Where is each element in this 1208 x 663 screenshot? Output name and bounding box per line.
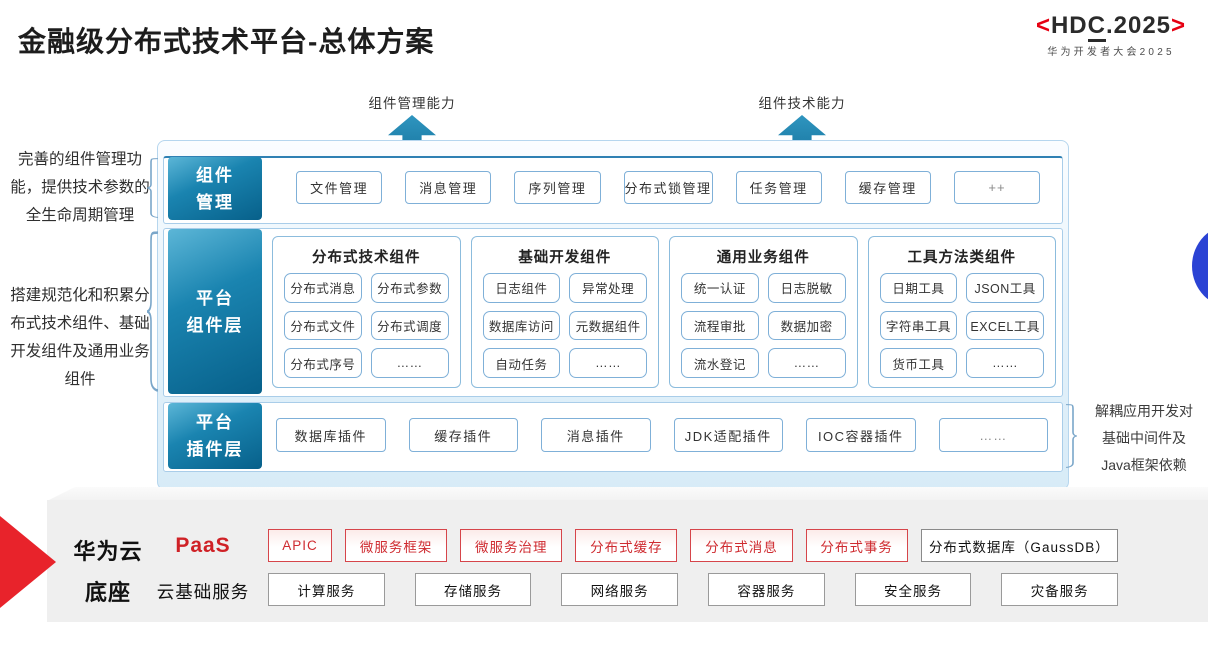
layer-label-component-layer: 平台 组件层 <box>168 229 262 394</box>
left-brace-icon <box>146 158 158 218</box>
component-group-title: 分布式技术组件 <box>312 250 421 266</box>
component-box: …… <box>767 348 846 378</box>
logo-left-bracket: < <box>1035 12 1051 39</box>
gaussdb-box: 分布式数据库（GaussDB） <box>920 529 1118 562</box>
plugin-box: JDK适配插件 <box>673 418 783 452</box>
paas-service-box: 分布式消息 <box>690 529 793 562</box>
component-box: 分布式调度 <box>370 310 449 341</box>
plugin-box: 消息插件 <box>541 418 651 452</box>
cloud-service-box: 计算服务 <box>268 573 385 606</box>
layer-label-plugin-layer: 平台 插件层 <box>168 403 262 469</box>
layer-label-component-mgmt: 组件 管理 <box>168 157 262 220</box>
plugin-box: IOC容器插件 <box>806 418 916 452</box>
hdc-logo-text: <HDC.2025> <box>1022 12 1200 42</box>
decorative-circle <box>1192 224 1208 308</box>
logo-c-underlined: C <box>1087 12 1106 42</box>
cloud-service-box: 容器服务 <box>708 573 825 606</box>
component-box: 任务管理 <box>735 171 822 204</box>
component-box: 元数据组件 <box>569 310 647 341</box>
component-accumulation-note: 搭建规范化和积累分布式技术组件、基础开发组件及通用业务组件 <box>10 287 150 388</box>
component-box: 日期工具 <box>879 273 958 303</box>
left-brace-icon <box>146 231 158 392</box>
component-box: 消息管理 <box>405 171 492 204</box>
component-group-grid: 统一认证日志脱敏流程审批数据加密流水登记 …… <box>681 273 846 378</box>
foundation-bevel <box>47 487 1208 501</box>
plugin-box: 数据库插件 <box>276 418 386 452</box>
logo-right-bracket: > <box>1171 12 1187 39</box>
component-box: 流水登记 <box>681 348 759 378</box>
paas-service-box: 分布式缓存 <box>575 529 678 562</box>
component-group: 工具方法类组件日期工具 JSON工具字符串工具 EXCEL工具货币工具 …… <box>867 236 1056 388</box>
component-layer-columns: 分布式技术组件分布式消息分布式参数分布式文件分布式调度分布式序号……基础开发组件… <box>272 236 1056 388</box>
plugin-box: 缓存插件 <box>408 418 518 452</box>
component-box: 自动任务 <box>482 348 561 378</box>
arrow-label: 组件技术能力 <box>758 96 846 111</box>
component-box: 流程审批 <box>681 310 759 341</box>
component-box: 缓存管理 <box>844 171 931 204</box>
component-box: 序列管理 <box>514 171 601 204</box>
component-group-grid: 日期工具 JSON工具字符串工具 EXCEL工具货币工具 …… <box>879 273 1044 378</box>
component-group-title: 基础开发组件 <box>518 250 612 266</box>
component-box: 分布式锁管理 <box>623 171 713 204</box>
paas-service-box: 微服务治理 <box>460 529 563 562</box>
decoupling-note: 解耦应用开发对 基础中间件及 Java框架依赖 <box>1095 403 1193 473</box>
right-brace-icon <box>1066 404 1078 468</box>
component-box: 分布式消息 <box>284 273 362 303</box>
arrow-label: 组件管理能力 <box>368 96 456 111</box>
component-box: 分布式序号 <box>284 348 362 378</box>
hdc-logo: <HDC.2025> 华为开发者大会2025 <box>1022 12 1200 58</box>
component-box: 货币工具 <box>879 348 958 378</box>
cloud-service-boxes: 计算服务存储服务网络服务容器服务安全服务灾备服务 <box>268 573 1119 606</box>
component-box: 分布式参数 <box>370 273 449 303</box>
plugin-layer-boxes: 数据库插件缓存插件消息插件 JDK适配插件 IOC容器插件 …… <box>276 418 1048 452</box>
component-group: 分布式技术组件分布式消息分布式参数分布式文件分布式调度分布式序号 …… <box>272 236 461 388</box>
component-box: 文件管理 <box>296 171 383 204</box>
cloud-service-box: 存储服务 <box>414 573 532 606</box>
component-group-grid: 日志组件异常处理数据库访问元数据组件自动任务 …… <box>482 273 647 378</box>
logo-year: .2025 <box>1105 12 1172 39</box>
component-box: …… <box>569 348 647 378</box>
component-box: ++ <box>953 171 1041 204</box>
huawei-cloud-base-label: 华为云 底座 <box>73 539 143 605</box>
component-box: …… <box>966 348 1044 378</box>
component-box: 分布式文件 <box>284 310 362 341</box>
plugin-box: …… <box>938 418 1048 452</box>
logo-hd: HD <box>1050 12 1088 39</box>
page-title: 金融级分布式技术平台-总体方案 <box>18 26 435 57</box>
cloud-service-box: 网络服务 <box>561 573 679 606</box>
component-box: 数据库访问 <box>482 310 561 341</box>
component-box: JSON工具 <box>966 273 1044 303</box>
paas-service-boxes: APIC 微服务框架微服务治理分布式缓存分布式消息分布式事务分布式数据库（Gaus… <box>268 529 1118 562</box>
component-box: …… <box>370 348 449 378</box>
cloud-services-label: 云基础服务 <box>156 582 250 602</box>
component-box: 统一认证 <box>681 273 759 303</box>
paas-label: PaaS <box>175 534 231 557</box>
component-box: 数据加密 <box>767 310 846 341</box>
component-group-title: 通用业务组件 <box>716 250 810 266</box>
component-group: 通用业务组件统一认证日志脱敏流程审批数据加密流水登记 …… <box>669 236 858 388</box>
component-group: 基础开发组件日志组件异常处理数据库访问元数据组件自动任务 …… <box>470 236 659 388</box>
component-group-title: 工具方法类组件 <box>907 250 1016 266</box>
component-mgmt-note: 完善的组件管理功能，提供技术参数的全生命周期管理 <box>10 151 150 224</box>
paas-service-box: 分布式事务 <box>805 529 908 562</box>
component-box: EXCEL工具 <box>966 310 1044 341</box>
cloud-service-box: 灾备服务 <box>1001 573 1119 606</box>
component-box: 字符串工具 <box>879 310 958 341</box>
component-mgmt-boxes: 文件管理消息管理序列管理分布式锁管理任务管理缓存管理 ++ <box>296 171 1041 204</box>
component-box: 日志脱敏 <box>767 273 846 303</box>
hdc-logo-subtitle: 华为开发者大会2025 <box>1047 47 1175 58</box>
component-box: 异常处理 <box>569 273 647 303</box>
paas-service-box: APIC <box>268 529 333 562</box>
paas-service-box: 微服务框架 <box>345 529 448 562</box>
component-box: 日志组件 <box>482 273 561 303</box>
cloud-service-box: 安全服务 <box>854 573 972 606</box>
component-group-grid: 分布式消息分布式参数分布式文件分布式调度分布式序号 …… <box>284 273 449 378</box>
